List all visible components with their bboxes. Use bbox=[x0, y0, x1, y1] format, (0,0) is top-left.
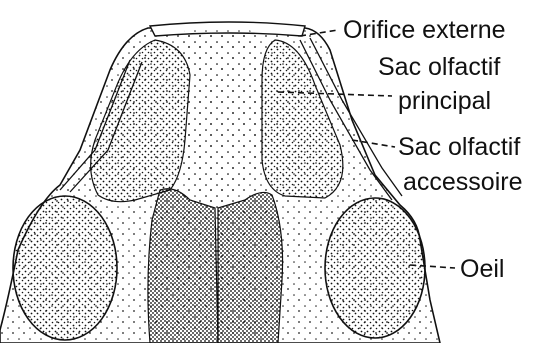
eye-right bbox=[325, 198, 425, 338]
label-main-sac-line1: Sac olfactif bbox=[378, 53, 500, 81]
eye-left bbox=[13, 196, 117, 340]
label-eye: Oeil bbox=[460, 255, 504, 283]
label-accessory-sac-line1: Sac olfactif bbox=[398, 133, 520, 161]
label-accessory-sac-line2: accessoire bbox=[403, 168, 523, 196]
central-muscle-left bbox=[148, 189, 218, 343]
label-main-sac-line2: principal bbox=[398, 87, 491, 115]
label-external-orifice: Orifice externe bbox=[343, 16, 506, 44]
central-muscle-right bbox=[218, 192, 283, 343]
main-olfactory-sac-left bbox=[91, 40, 190, 202]
